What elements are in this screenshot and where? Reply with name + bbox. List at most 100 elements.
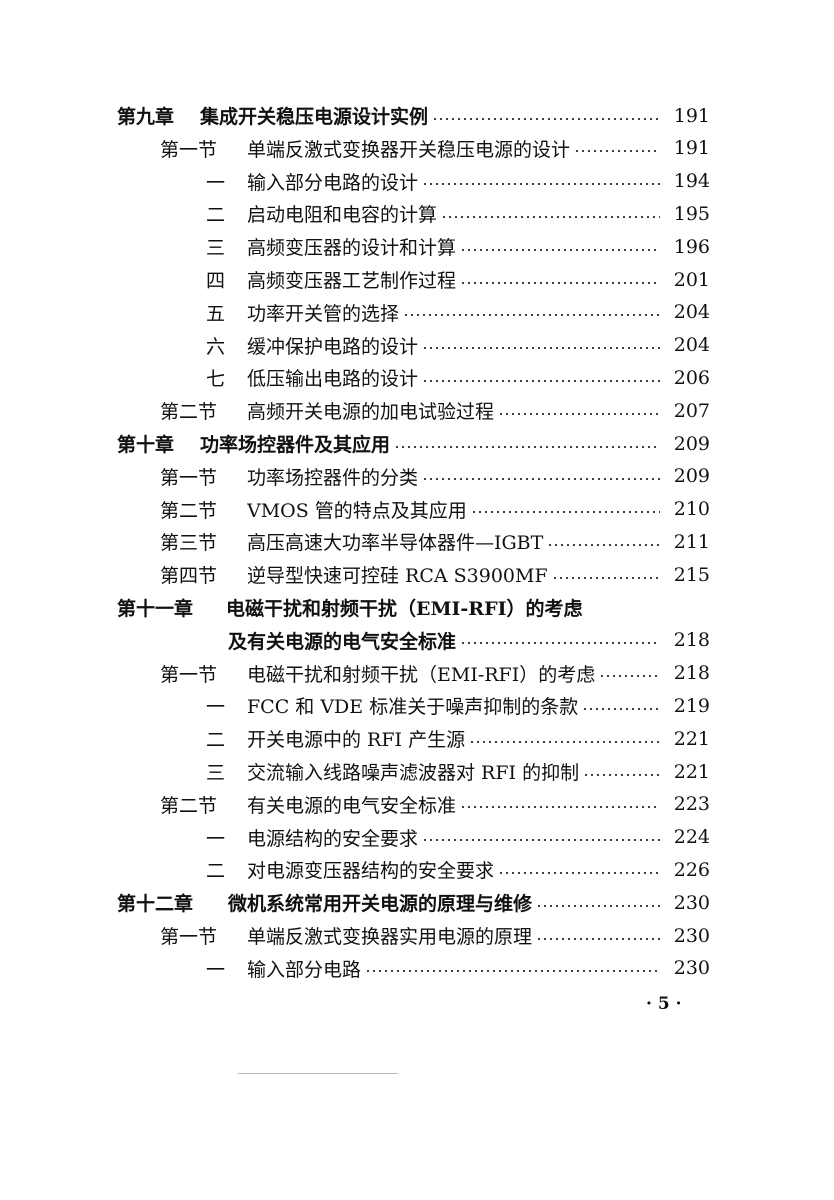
dot-leader — [536, 937, 660, 940]
toc-entry-number: 第二节 — [160, 401, 218, 424]
page-folio: · 5 · — [646, 994, 682, 1014]
toc-entry-number: 二 — [206, 860, 226, 883]
toc-entry[interactable]: 第二节 有关电源的电气安全标准 223 — [0, 788, 834, 821]
toc-entry-title: FCC 和 VDE 标准关于噪声抑制的条款 — [247, 696, 579, 719]
dot-leader — [365, 970, 660, 973]
toc-entry-title: 启动电阻和电容的计算 — [247, 204, 438, 227]
dot-leader — [470, 511, 660, 514]
toc-entry-number: 第三节 — [160, 532, 218, 555]
dot-leader — [460, 248, 660, 251]
toc-entry-number: 七 — [206, 368, 226, 391]
toc-entry-page: 207 — [673, 399, 710, 422]
toc-entry-title: 开关电源中的 RFI 产生源 — [247, 729, 466, 752]
toc-entry-title: 高频变压器的设计和计算 — [247, 237, 457, 260]
toc-entry-page: 218 — [673, 662, 710, 685]
toc-entry-title: 缓冲保护电路的设计 — [247, 335, 419, 358]
toc-entry[interactable]: 第十一章电磁干扰和射频干扰（EMI-RFI）的考虑 — [0, 591, 834, 624]
toc-entry-title: 单端反激式变换器实用电源的原理 — [247, 926, 533, 948]
toc-entry-number: 第一节 — [160, 466, 218, 489]
toc-entry-number: 三 — [206, 762, 226, 784]
toc-entry-page: 215 — [673, 563, 710, 586]
toc-entry[interactable]: 及有关电源的电气安全标准 218 — [0, 624, 834, 657]
toc-entry-number: 第二节 — [160, 499, 218, 522]
toc-entry-title: 功率场控器件及其应用 — [200, 434, 391, 456]
toc-entry[interactable]: 四高频变压器工艺制作过程 201 — [0, 263, 834, 296]
dot-leader — [460, 642, 660, 645]
toc-entry-page: 196 — [673, 235, 710, 258]
toc-entry-title: 电磁干扰和射频干扰（EMI-RFI）的考虑 — [247, 663, 596, 686]
dot-leader — [469, 740, 660, 743]
toc-entry[interactable]: 第一节 单端反激式变换器开关稳压电源的设计 191 — [0, 132, 834, 165]
dot-leader — [551, 576, 660, 579]
toc-entry-page: 223 — [673, 793, 710, 816]
dot-leader — [441, 215, 660, 218]
dot-leader — [432, 117, 660, 120]
toc-entry-number: 一 — [206, 958, 226, 981]
toc-entry-title: 输入部分电路 — [247, 958, 362, 981]
dot-leader — [547, 543, 660, 546]
toc-entry-number: 第二节 — [160, 794, 218, 817]
toc-entry-title: 及有关电源的电气安全标准 — [228, 630, 457, 653]
toc-entry-page: 191 — [673, 104, 710, 127]
toc-entry-page: 221 — [673, 760, 710, 783]
toc-entry-number: 第一节 — [160, 926, 218, 948]
toc-entry-number: 二 — [206, 204, 226, 227]
dot-leader — [422, 183, 660, 186]
toc-entry-number: 六 — [206, 335, 226, 358]
toc-entry-title: 功率场控器件的分类 — [247, 466, 419, 489]
toc-entry-page: 195 — [673, 202, 710, 225]
toc-entry-page: 201 — [673, 268, 710, 291]
toc-entry-page: 219 — [673, 694, 710, 717]
toc-entry[interactable]: 二启动电阻和电容的计算 195 — [0, 197, 834, 230]
toc-entry-page: 204 — [673, 301, 710, 324]
toc-entry-title: 有关电源的电气安全标准 — [247, 794, 457, 817]
toc-entry-page: 209 — [673, 432, 710, 455]
toc-entry-number: 四 — [206, 270, 226, 292]
toc-entry-title: 输入部分电路的设计 — [247, 171, 419, 194]
toc-entry-title: 对电源变压器结构的安全要求 — [247, 860, 495, 883]
dot-leader — [536, 904, 660, 907]
toc-entry-title: 逆导型快速可控硅 RCA S3900MF — [247, 565, 548, 588]
toc-entry-number: 第一节 — [160, 138, 218, 161]
toc-entry-number: 第九章 — [117, 106, 175, 128]
dot-leader — [599, 675, 660, 678]
dot-leader — [403, 314, 660, 317]
toc-entry-title: 高频变压器工艺制作过程 — [247, 270, 457, 292]
scan-speck — [238, 1073, 398, 1074]
toc-entry-number: 第十二章 — [117, 893, 194, 916]
toc-entry-title: 单端反激式变换器开关稳压电源的设计 — [247, 138, 571, 161]
dot-leader — [422, 379, 660, 382]
toc-entry-title: 电源结构的安全要求 — [247, 827, 419, 850]
toc-entry-page: 210 — [673, 498, 710, 521]
toc-entry[interactable]: 第二节 VMOS 管的特点及其应用 210 — [0, 493, 834, 526]
toc-entry-number: 一 — [206, 171, 226, 194]
toc-entry-page: 230 — [673, 891, 710, 914]
toc-entry-page: 218 — [673, 629, 710, 652]
toc-entry-title: VMOS 管的特点及其应用 — [247, 499, 467, 522]
dot-leader — [394, 445, 660, 448]
toc-entry-page: 191 — [673, 137, 710, 160]
toc-entry-page: 221 — [673, 727, 710, 750]
dot-leader — [574, 150, 660, 153]
